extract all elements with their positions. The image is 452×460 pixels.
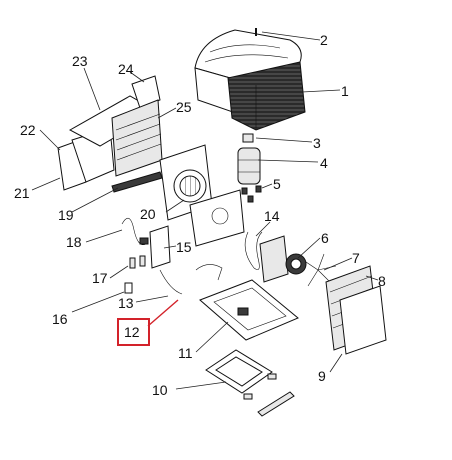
label-part-3: 3 [313,135,321,151]
label-part-18: 18 [66,234,82,250]
part-18-cable [121,217,149,245]
part-5-mounts [241,185,262,203]
label-part-5: 5 [273,176,281,192]
part-13-tube [159,264,223,295]
label-part-23: 23 [72,53,88,69]
part-9-condenser-frame [339,285,387,355]
part-17-knobs [129,255,146,269]
label-part-11: 11 [178,345,193,361]
part-12-leader [147,299,179,327]
part-3-fitting [242,133,254,143]
part-10-gasket [205,349,295,417]
part-6-fan-motor [259,235,307,283]
part-20-blower [159,144,213,221]
label-part-12: 12 [124,324,140,340]
label-part-16: 16 [52,311,68,327]
label-part-14: 14 [264,208,280,224]
part-4-compressor [237,147,261,185]
label-part-1: 1 [341,83,349,99]
label-part-6: 6 [321,230,329,246]
part-1-shroud [194,29,306,131]
label-part-21: 21 [14,185,30,201]
label-part-4: 4 [320,155,328,171]
label-part-20: 20 [140,206,156,222]
label-part-10: 10 [152,382,168,398]
part-15-control-bracket [149,225,171,269]
label-part-8: 8 [378,273,386,289]
label-part-2: 2 [320,32,328,48]
label-part-9: 9 [318,368,326,384]
part-14-tubing [244,231,263,270]
label-part-7: 7 [352,250,360,266]
part-12-highlight-box [117,318,150,346]
part-22-21-side-panel [57,127,115,191]
leader-lines [31,31,379,390]
part-11-base-pan [199,279,299,341]
label-part-24: 24 [118,61,134,77]
label-part-15: 15 [176,239,192,255]
bulkhead-panel [189,189,245,247]
label-part-22: 22 [20,122,36,138]
part-24-bracket [131,75,161,109]
part-labels: 2 1 3 4 5 6 7 8 9 10 11 12 13 14 15 16 1… [14,32,386,398]
label-part-25: 25 [176,99,192,115]
part-16-switch [124,282,133,294]
label-part-19: 19 [58,207,74,223]
part-7-fan-blade [305,253,337,287]
label-part-17: 17 [92,270,108,286]
label-part-13: 13 [118,295,134,311]
